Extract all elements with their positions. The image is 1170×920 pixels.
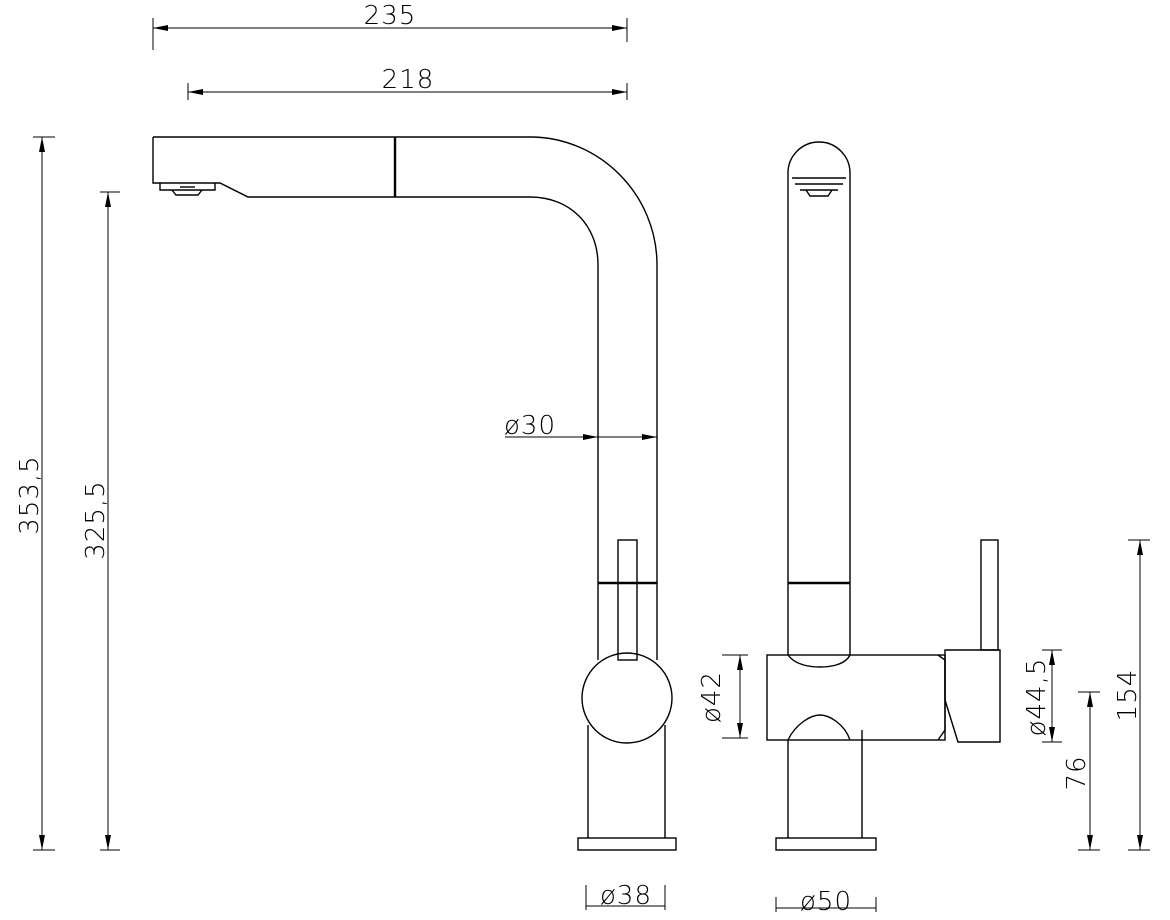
label-spout-height: 325,5 xyxy=(81,480,111,559)
dim-spout-reach: 218 xyxy=(187,65,628,100)
label-spout-diameter: ø30 xyxy=(504,411,556,441)
label-overall-height: 353,5 xyxy=(15,455,45,534)
label-overall-length: 235 xyxy=(364,1,417,31)
dim-spout-height: 325,5 xyxy=(81,191,120,851)
dim-body-height: 76 xyxy=(1062,691,1100,851)
front-view-faucet xyxy=(766,141,1001,851)
dim-handle-height: 154 xyxy=(1113,539,1150,851)
dim-handle-diameter: ø44,5 xyxy=(1022,649,1062,743)
dim-base-diameter-front: ø50 xyxy=(775,887,877,917)
side-view-faucet xyxy=(152,136,677,851)
dim-overall-height: 353,5 xyxy=(15,136,55,851)
label-handle-diameter: ø44,5 xyxy=(1022,658,1052,737)
label-body-diameter: ø42 xyxy=(697,671,727,723)
label-handle-height: 154 xyxy=(1113,669,1143,722)
label-base-diameter-front: ø50 xyxy=(800,887,852,917)
dim-body-diameter: ø42 xyxy=(697,654,748,739)
dim-spout-diameter: ø30 xyxy=(504,411,657,441)
label-spout-reach: 218 xyxy=(382,65,435,95)
label-base-diameter-side: ø38 xyxy=(600,881,652,911)
dim-base-diameter-side: ø38 xyxy=(585,881,666,911)
label-body-height: 76 xyxy=(1062,755,1092,790)
dim-overall-length: 235 xyxy=(152,1,628,50)
